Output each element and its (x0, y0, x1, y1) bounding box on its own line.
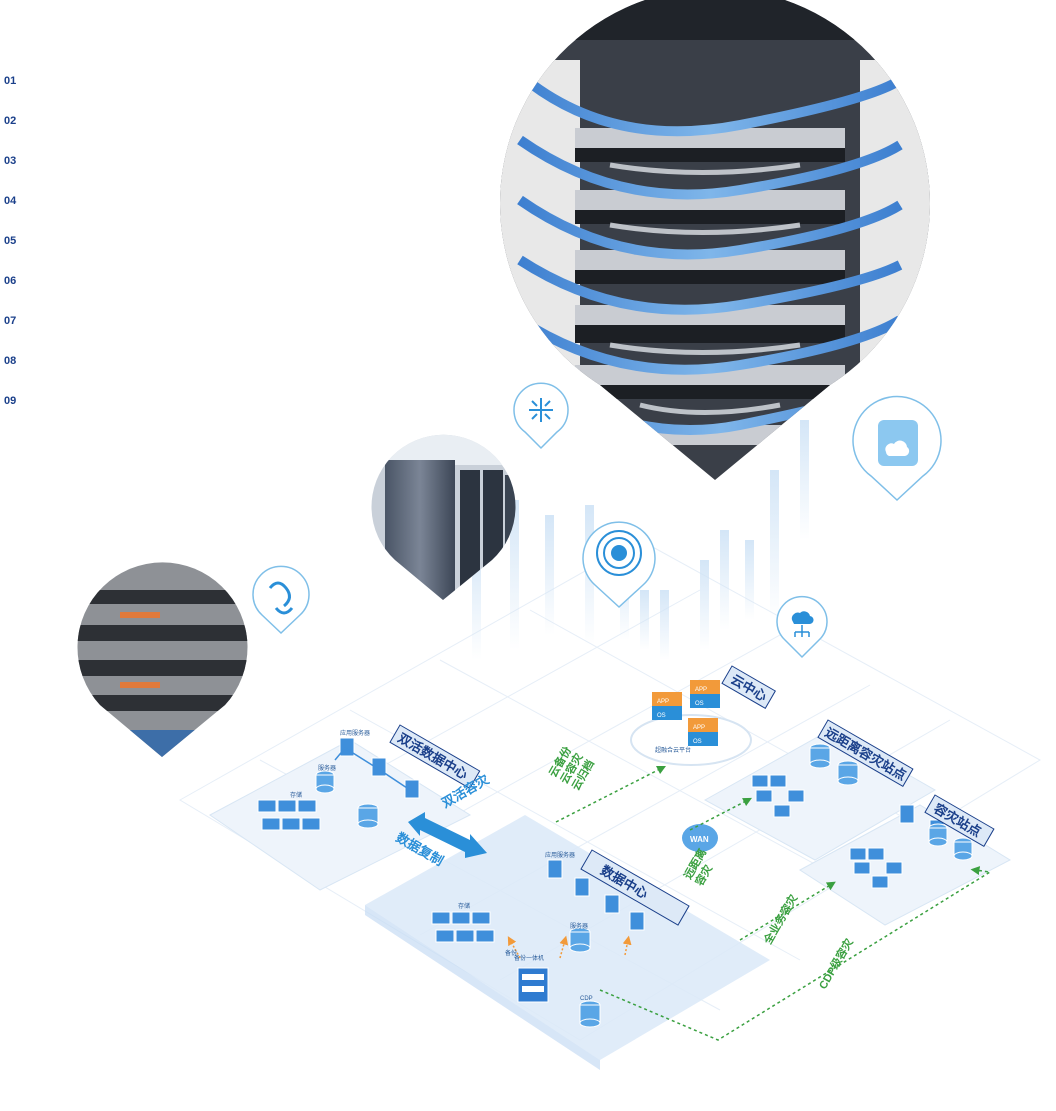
step-item[interactable]: 01 (4, 75, 17, 87)
svg-text:OS: OS (695, 701, 704, 707)
svg-text:WAN: WAN (690, 835, 709, 844)
step-item[interactable]: 06 (4, 275, 17, 287)
backup-appliance: 备份一体机 CDP (514, 954, 593, 1003)
target-drop-icon (582, 521, 656, 609)
cloud-backup-label: 云备份云容灾云归档 (545, 743, 597, 793)
cdp-dr-label: CDP级容灾 (815, 935, 856, 992)
step-item[interactable]: 05 (4, 235, 17, 247)
storage-caption: 存储 (458, 902, 470, 910)
step-item[interactable]: 08 (4, 355, 17, 367)
svg-text:APP: APP (693, 725, 705, 731)
database-cylinders (315, 743, 973, 1028)
server-unit-photo (77, 562, 248, 757)
app-server-caption: 应用服务器 (545, 851, 575, 859)
cloud-network-icon (776, 596, 828, 659)
step-item[interactable]: 03 (4, 155, 17, 167)
step-item[interactable]: 04 (4, 195, 17, 207)
svg-text:备份一体机: 备份一体机 (514, 954, 544, 962)
step-item[interactable]: 07 (4, 315, 17, 327)
active-dr-arrow (408, 812, 487, 858)
app-server-caption: 应用服务器 (340, 729, 370, 737)
app-os-block: APP OS APP OS APP OS (652, 680, 720, 746)
remote-dr-label: 远距离容灾 (680, 846, 721, 889)
svg-text:OS: OS (693, 739, 702, 745)
server-caption: 服务器 (318, 764, 336, 772)
step-list: 01 02 03 04 05 06 07 08 09 (4, 73, 16, 433)
svg-text:APP: APP (695, 687, 707, 693)
step-item[interactable]: 09 (4, 395, 17, 407)
cloud-platform: APP OS APP OS APP OS 超融合云平台 (630, 680, 752, 766)
snowflake-compress-icon (513, 382, 569, 450)
svg-text:OS: OS (657, 713, 666, 719)
full-business-dr-label: 全业务容灾 (760, 891, 801, 947)
connection-lines (334, 747, 993, 1041)
step-item[interactable]: 02 (4, 115, 17, 127)
storage-caption: 存储 (290, 791, 302, 799)
site-label-cloud-center: 云中心 (721, 665, 776, 710)
svg-text:CDP: CDP (580, 996, 593, 1002)
wan-cloud: WAN (682, 824, 718, 852)
backup-caption: 备份 (505, 949, 517, 957)
server-caption: 服务器 (570, 922, 588, 930)
dr-site-platform (799, 804, 1012, 926)
cloud-platform-label: 超融合云平台 (655, 746, 691, 754)
active-dc-platform (209, 739, 472, 891)
server-stacks (257, 737, 945, 943)
sync-arrows-icon (252, 565, 310, 635)
svg-text:APP: APP (657, 699, 669, 705)
server-cabinet-photo (371, 434, 516, 600)
cloud-document-icon (852, 395, 942, 502)
